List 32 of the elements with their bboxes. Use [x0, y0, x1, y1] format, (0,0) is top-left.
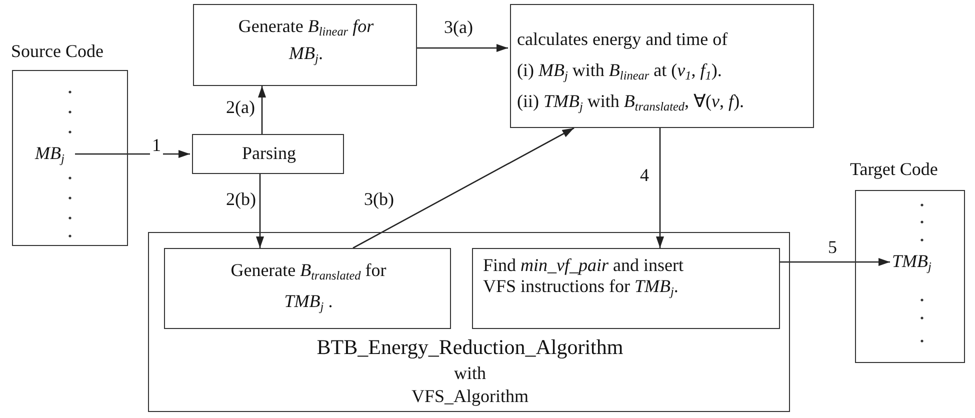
arrow	[780, 258, 890, 266]
edge-label: 2(b)	[224, 190, 258, 210]
edge-label: 2(a)	[224, 98, 257, 118]
edge-label: 1	[150, 136, 163, 156]
arrow	[417, 44, 508, 52]
box-text: Find min_vf_pair and insert VFS instructions for TMB$_{j}$.	[483, 255, 684, 296]
box-heading: Source Code	[11, 41, 104, 62]
box-label: Parsing	[241, 143, 297, 164]
process-box	[192, 134, 344, 174]
edge-label: 3(a)	[442, 18, 475, 38]
arrow	[258, 86, 266, 134]
box-label: Generate B$_{linear}$ for MB$_{j}$.	[237, 15, 375, 67]
algorithm-container-box	[148, 232, 790, 412]
arrow	[256, 174, 264, 248]
box-text: (i) MB$_{j}$ with B$_{linear}$ at (v$_{1}$, f$_{1}$).	[517, 60, 722, 81]
arrow	[656, 128, 664, 248]
process-box	[164, 248, 451, 329]
edge-label: 3(b)	[362, 190, 396, 210]
box-label: Generate B$_{translated}$ for TMB$_{j}$ .	[230, 259, 388, 316]
container-title: VFS_Algorithm	[410, 386, 530, 407]
container-title: with	[452, 363, 487, 384]
process-box	[472, 248, 780, 329]
code-block-label: TMB$_{j}$	[892, 251, 932, 272]
container-title: BTB_Energy_Reduction_Algorithm	[316, 335, 624, 360]
box-heading: Target Code	[850, 159, 938, 180]
arrow	[352, 127, 574, 249]
process-box	[193, 4, 417, 86]
simulator-box	[510, 4, 814, 128]
box-text: calculates energy and time of	[517, 29, 728, 50]
box-text: (ii) TMB$_{j}$ with B$_{translated}$, ∀(v, f).	[517, 91, 744, 112]
code-block-label: MB$_{j}$	[35, 143, 64, 164]
arrow	[75, 150, 190, 158]
